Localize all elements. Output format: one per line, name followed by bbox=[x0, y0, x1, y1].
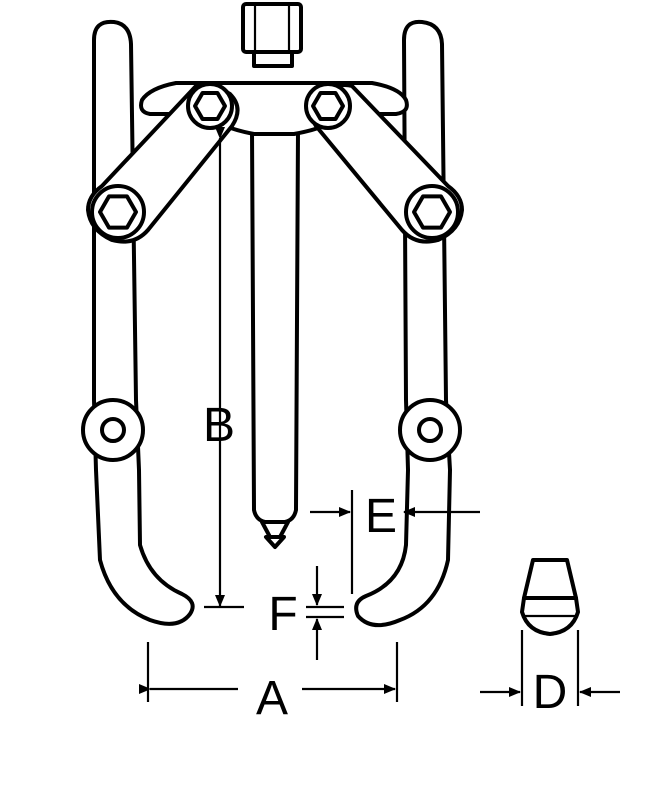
forcing-screw bbox=[250, 128, 300, 549]
label-e: E bbox=[365, 490, 397, 543]
screw-tip-detail bbox=[520, 558, 580, 636]
right-lower-pivot bbox=[398, 398, 462, 462]
label-b: B bbox=[203, 399, 235, 452]
screw-hex-head bbox=[241, 2, 303, 68]
dimension-a: A bbox=[139, 642, 399, 725]
label-d: D bbox=[533, 666, 568, 719]
dimension-b: B bbox=[203, 127, 244, 609]
dimension-f: F bbox=[268, 566, 344, 660]
dimension-e: E bbox=[310, 490, 480, 594]
left-link bbox=[86, 82, 240, 244]
dimension-d: D bbox=[480, 630, 620, 719]
label-a: A bbox=[256, 672, 288, 725]
left-lower-pivot bbox=[81, 398, 145, 462]
label-f: F bbox=[268, 588, 297, 641]
right-link bbox=[304, 82, 464, 244]
